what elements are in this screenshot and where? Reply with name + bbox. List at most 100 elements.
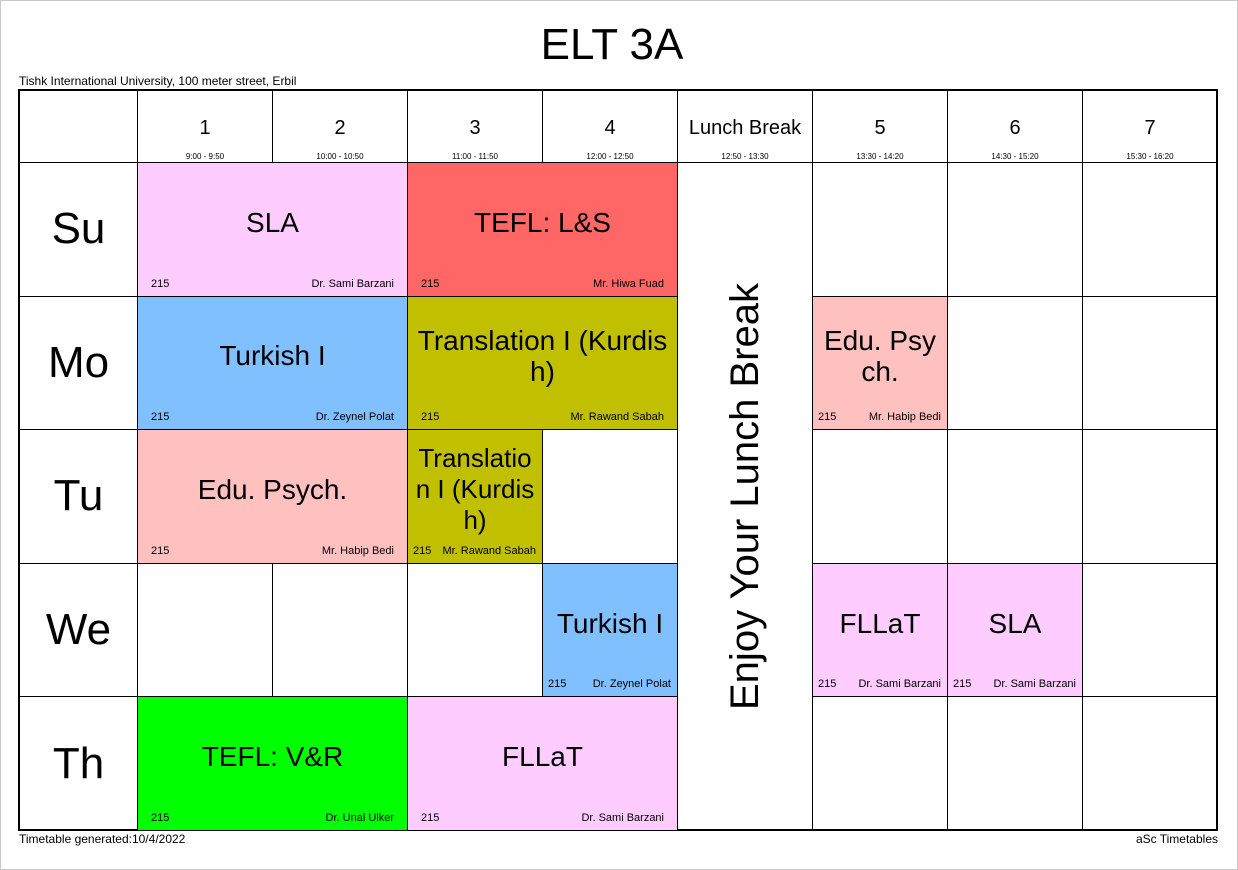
lesson-room: 215 bbox=[421, 811, 440, 824]
lesson-subject: TEFL: L&S bbox=[474, 206, 611, 238]
day-name: We bbox=[45, 605, 112, 655]
school-address: Tishk International University, 100 mete… bbox=[19, 74, 297, 88]
period-header: 7 15:30 - 16:20 bbox=[1083, 91, 1218, 163]
empty-slot bbox=[273, 563, 408, 698]
lunch-break-column: Enjoy Your Lunch Break bbox=[678, 163, 813, 831]
period-label: 6 bbox=[1009, 117, 1021, 139]
timetable-title: ELT 3A bbox=[540, 20, 684, 69]
empty-slot bbox=[1083, 430, 1218, 564]
empty-slot bbox=[1083, 697, 1218, 831]
empty-slot bbox=[813, 697, 948, 831]
empty-slot bbox=[543, 430, 678, 564]
day-label: We bbox=[20, 563, 138, 698]
period-header: 4 12:00 - 12:50 bbox=[543, 91, 678, 163]
empty-slot bbox=[1083, 563, 1218, 698]
lesson-subject: Edu. Psych. bbox=[197, 473, 348, 505]
lesson-teacher: Mr. Habip Bedi bbox=[868, 411, 941, 424]
empty-slot bbox=[948, 430, 1083, 564]
empty-slot bbox=[813, 430, 948, 564]
lesson-teacher: Dr. Sami Barzani bbox=[581, 811, 664, 824]
period-header: 6 14:30 - 15:20 bbox=[948, 91, 1083, 163]
period-label: 7 bbox=[1144, 117, 1156, 139]
lesson-room: 215 bbox=[413, 544, 432, 557]
empty-slot bbox=[948, 296, 1083, 431]
lesson-teacher: Mr. Habip Bedi bbox=[321, 544, 394, 557]
lesson-room: 215 bbox=[421, 411, 440, 424]
day-name: Mo bbox=[47, 337, 110, 387]
lesson-card[interactable]: Translation I (Kurdish) 215 Mr. Rawand Sab… bbox=[408, 430, 543, 564]
period-label: Lunch Break bbox=[688, 117, 802, 139]
lesson-subject: Translation I (Kurdish) bbox=[415, 442, 535, 535]
lesson-room: 215 bbox=[818, 411, 837, 424]
lunch-break-text: Enjoy Your Lunch Break bbox=[722, 283, 767, 710]
empty-slot bbox=[948, 163, 1083, 297]
lesson-room: 215 bbox=[151, 811, 170, 824]
period-label: 5 bbox=[874, 117, 886, 139]
lesson-subject: Turkish I bbox=[556, 607, 664, 639]
lesson-teacher: Dr. Sami Barzani bbox=[858, 678, 941, 691]
lesson-subject: SLA bbox=[988, 607, 1042, 639]
period-time: 14:30 - 15:20 bbox=[991, 152, 1039, 161]
empty-slot bbox=[138, 563, 273, 698]
lesson-card[interactable]: Turkish I 215 Dr. Zeynel Polat bbox=[138, 296, 408, 431]
lesson-teacher: Dr. Zeynel Polat bbox=[592, 678, 671, 691]
day-name: Th bbox=[52, 738, 105, 788]
corner-cell bbox=[20, 91, 138, 163]
lesson-subject: Translation I (Kurdish) bbox=[417, 324, 668, 387]
day-label: Th bbox=[20, 697, 138, 831]
lesson-teacher: Dr. Sami Barzani bbox=[993, 678, 1076, 691]
period-label: 2 bbox=[334, 117, 346, 139]
lesson-room: 215 bbox=[548, 678, 567, 691]
lesson-room: 215 bbox=[151, 277, 170, 290]
empty-slot bbox=[1083, 296, 1218, 431]
period-time: 11:00 - 11:50 bbox=[452, 152, 498, 161]
period-time: 10:00 - 10:50 bbox=[316, 152, 364, 161]
lesson-subject: Edu. Psych. bbox=[823, 324, 937, 387]
lesson-teacher: Dr. Sami Barzani bbox=[311, 277, 394, 290]
lesson-subject: TEFL: V&R bbox=[201, 741, 344, 773]
period-header: 2 10:00 - 10:50 bbox=[273, 91, 408, 163]
lesson-card[interactable]: Turkish I 215 Dr. Zeynel Polat bbox=[543, 563, 678, 698]
lesson-teacher: Dr. Unal Ulker bbox=[325, 811, 394, 824]
period-time: 12:00 - 12:50 bbox=[586, 152, 634, 161]
day-label: Su bbox=[20, 163, 138, 297]
day-label: Mo bbox=[20, 296, 138, 431]
lesson-room: 215 bbox=[421, 277, 440, 290]
lesson-card[interactable]: TEFL: V&R 215 Dr. Unal Ulker bbox=[138, 697, 408, 831]
lesson-subject: Turkish I bbox=[219, 340, 326, 372]
lesson-room: 215 bbox=[151, 411, 170, 424]
lesson-card[interactable]: TEFL: L&S 215 Mr. Hiwa Fuad bbox=[408, 163, 678, 297]
lesson-card[interactable]: SLA 215 Dr. Sami Barzani bbox=[948, 563, 1083, 698]
lesson-subject: SLA bbox=[246, 206, 299, 238]
empty-slot bbox=[1083, 163, 1218, 297]
empty-slot bbox=[948, 697, 1083, 831]
lesson-card[interactable]: Edu. Psych. 215 Mr. Habip Bedi bbox=[813, 296, 948, 431]
day-label: Tu bbox=[20, 430, 138, 564]
lesson-teacher: Dr. Zeynel Polat bbox=[315, 411, 394, 424]
period-time: 15:30 - 16:20 bbox=[1126, 152, 1174, 161]
empty-slot bbox=[813, 163, 948, 297]
period-time: 12:50 - 13:30 bbox=[721, 152, 769, 161]
brand-label: aSc Timetables bbox=[1135, 832, 1218, 846]
day-name: Su bbox=[51, 204, 106, 254]
generated-date: Timetable generated:10/4/2022 bbox=[19, 832, 186, 846]
lesson-card[interactable]: SLA 215 Dr. Sami Barzani bbox=[138, 163, 408, 297]
period-time: 9:00 - 9:50 bbox=[185, 152, 225, 161]
lesson-room: 215 bbox=[953, 678, 972, 691]
lesson-teacher: Mr. Hiwa Fuad bbox=[593, 277, 664, 290]
day-name: Tu bbox=[53, 471, 104, 521]
period-label: 3 bbox=[469, 117, 481, 139]
lesson-card[interactable]: Edu. Psych. 215 Mr. Habip Bedi bbox=[138, 430, 408, 564]
lesson-subject: FLLaT bbox=[502, 741, 583, 773]
period-header: Lunch Break 12:50 - 13:30 bbox=[678, 91, 813, 163]
lesson-teacher: Mr. Rawand Sabah bbox=[442, 544, 536, 557]
period-label: 4 bbox=[604, 117, 616, 139]
lesson-room: 215 bbox=[151, 544, 170, 557]
empty-slot bbox=[408, 563, 543, 698]
lesson-card[interactable]: FLLaT 215 Dr. Sami Barzani bbox=[408, 697, 678, 831]
